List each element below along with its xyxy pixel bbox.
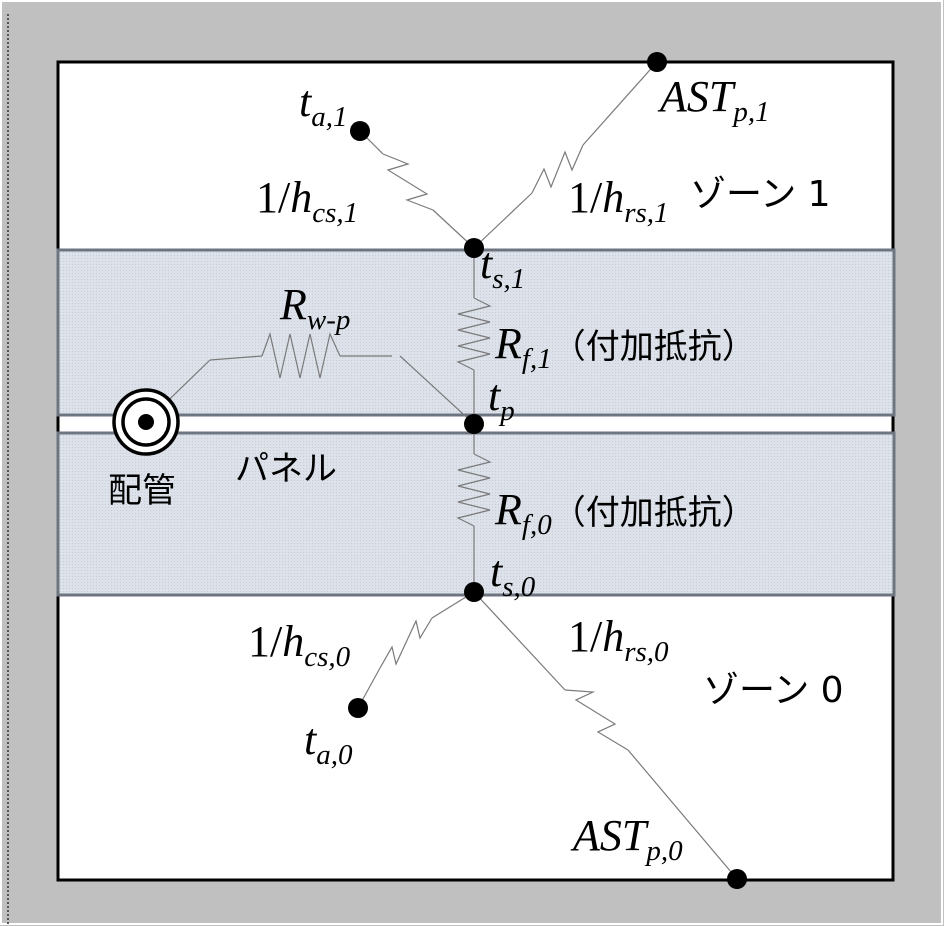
- label-ts0: ts,0: [490, 547, 536, 603]
- node-ta1: [350, 121, 370, 141]
- wire-rwp-left: [209, 355, 263, 361]
- label-hcs1: 1/hcs,1: [256, 173, 358, 229]
- panel-upper: [56, 248, 896, 417]
- label-tp: tp: [488, 371, 515, 427]
- node-ts0: [464, 582, 484, 602]
- node-ts1: [464, 238, 484, 258]
- wire-hrs0-ast0: [627, 749, 738, 880]
- node-ta0: [348, 698, 368, 718]
- wire-rwp-tp: [399, 355, 475, 425]
- resistor-hrs0: [564, 689, 629, 751]
- label-ast0: ASTp,0: [570, 811, 683, 867]
- label-ast1: ASTp,1: [657, 72, 770, 128]
- label-ts1: ts,1: [480, 239, 525, 295]
- label-pipe: 配管: [108, 471, 176, 511]
- node-ast1: [647, 52, 667, 72]
- label-zone1: ゾーン 1: [690, 174, 831, 215]
- label-rwp: Rw-p: [279, 280, 350, 336]
- resistor-hcs0: [379, 617, 433, 669]
- node-ast0: [727, 869, 747, 889]
- wire-hrs1-ast1: [582, 61, 658, 146]
- label-zone0: ゾーン 0: [703, 670, 844, 711]
- label-ta0: ta,0: [304, 715, 353, 771]
- resistor-rf0: [456, 453, 492, 527]
- pipe-icon: [112, 388, 180, 456]
- resistor-hrs1: [531, 144, 584, 194]
- resistor-rf1: [456, 297, 492, 371]
- label-rf0: Rf,0（付加抵抗）: [494, 485, 756, 541]
- wire-ts0-hrs0: [473, 591, 566, 691]
- resistor-hcs1: [382, 153, 434, 211]
- resistor-rwp: [261, 331, 341, 379]
- label-panel: パネル: [235, 449, 337, 489]
- label-hrs1: 1/hrs,1: [568, 173, 669, 229]
- node-tp: [464, 414, 484, 434]
- label-hrs0: 1/hrs,0: [568, 612, 669, 668]
- wire-ts1-hrs1: [473, 192, 533, 249]
- label-ta1: ta,1: [299, 77, 347, 133]
- label-hcs0: 1/hcs,0: [248, 617, 351, 673]
- label-rf1: Rf,1（付加抵抗）: [494, 319, 756, 375]
